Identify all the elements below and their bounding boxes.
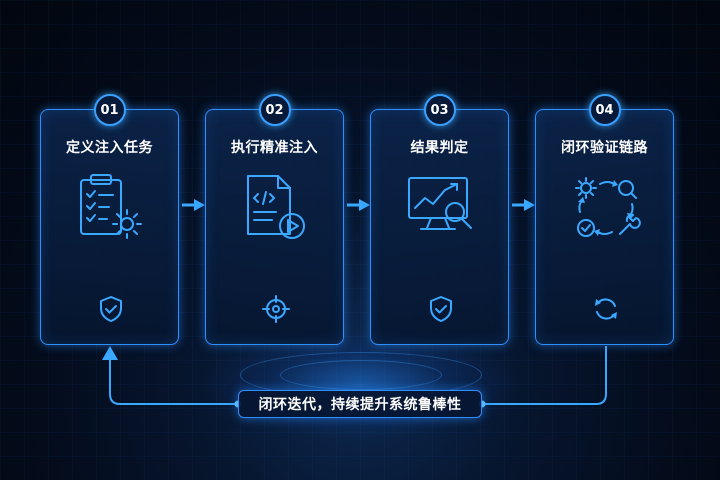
refresh-cycle-icon (595, 298, 617, 320)
step-card-1: 01 定义注入任务 (40, 94, 179, 345)
step-title: 闭环验证链路 (561, 140, 648, 156)
arrow-right-icon (182, 199, 205, 211)
monitor-chart-magnifier-icon (408, 177, 472, 230)
cycle-gear-search-wrench-check-icon (575, 177, 641, 237)
step-number-badge: 03 (423, 94, 456, 126)
step-title: 定义注入任务 (66, 140, 153, 156)
code-document-play-icon (247, 175, 305, 239)
shield-check-icon (100, 296, 122, 322)
step-card-2: 02 执行精准注入 (205, 94, 344, 345)
arrow-right-icon (347, 199, 370, 211)
step-number-badge: 02 (258, 94, 291, 126)
clipboard-checklist-gear-icon (80, 174, 142, 239)
step-title: 结果判定 (410, 140, 469, 156)
shield-check-icon (430, 296, 452, 322)
crosshair-target-icon (262, 295, 290, 323)
loop-caption: 闭环迭代，持续提升系统鲁棒性 (238, 390, 482, 418)
background-glow-ring (280, 360, 442, 390)
step-card-4: 04 闭环验证链路 (535, 94, 674, 345)
step-title: 执行精准注入 (231, 140, 318, 156)
step-card-3: 03 结果判定 (370, 94, 509, 345)
arrow-right-icon (512, 199, 535, 211)
step-number-badge: 04 (588, 94, 621, 126)
step-number-badge: 01 (93, 94, 126, 126)
